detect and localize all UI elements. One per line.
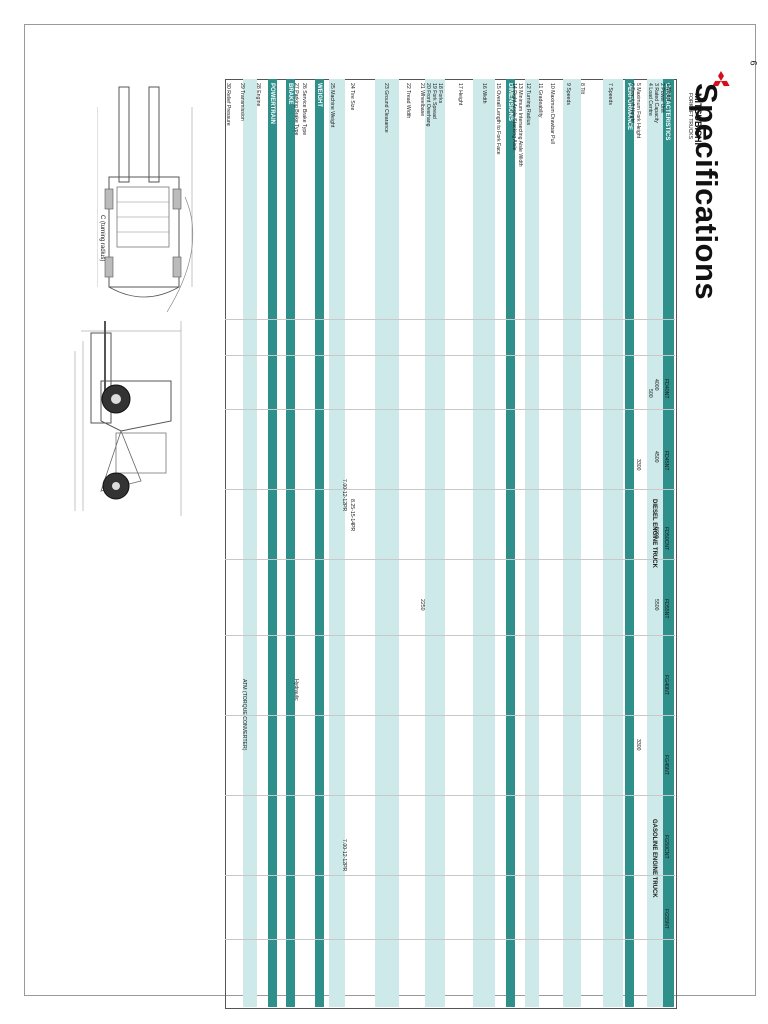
model-name: FG50CNT	[663, 835, 669, 859]
row-label: 24 Tire Size	[349, 83, 355, 111]
section-powertrain: POWERTRAIN	[268, 79, 277, 1007]
row-label: 23 Ground Clearance	[383, 83, 389, 133]
row-label: 17 Height	[457, 83, 463, 106]
row-label: 4 Load Centre	[647, 83, 653, 116]
row-band	[603, 79, 623, 1007]
model-name: FD50CNT	[663, 527, 669, 551]
row-label: 12 Turning Radius	[525, 83, 531, 126]
row-label: 18 Forks	[437, 83, 443, 104]
column-divider	[225, 559, 675, 560]
model-name: FG55NT	[663, 909, 669, 929]
row-band	[329, 79, 345, 1007]
row-band	[375, 79, 399, 1007]
forklift-side-view-diagram	[74, 321, 182, 516]
value-hydraulic: Hydraulic	[293, 679, 299, 701]
section-brake: BRAKE	[286, 79, 295, 1007]
forklift-top-view-diagram	[97, 86, 194, 313]
row-label: 3 Rated Capacity	[653, 83, 659, 123]
row-label: 6 Free Lift Height	[629, 83, 635, 123]
row-label: 1 Model	[665, 83, 671, 102]
column-divider	[225, 409, 675, 410]
row-band	[525, 79, 539, 1007]
column-divider	[225, 635, 675, 636]
row-band	[425, 79, 445, 1007]
row-label: 27 Parking Brake Type	[293, 83, 299, 136]
row-label: 10 Maximum Drawbar Pull	[549, 83, 555, 144]
value-capacity: 5500	[653, 599, 659, 611]
model-name: FD55NT	[663, 599, 669, 619]
row-label: 22 Tread Width	[405, 83, 411, 119]
section-dimensions: DIMENSIONS	[506, 79, 515, 1007]
model-name: FG40NT	[663, 675, 669, 695]
value-fork-height: 3300	[635, 739, 641, 751]
row-label: 14 Right Angle Stacking Aisle	[511, 83, 517, 151]
turning-radius-label: C (turning radius)	[99, 215, 105, 262]
row-band	[647, 79, 663, 1007]
column-divider	[225, 795, 675, 796]
column-divider	[225, 715, 675, 716]
column-divider	[225, 489, 675, 490]
table-border	[225, 79, 677, 1009]
row-label: 19 Fork Spread	[431, 83, 437, 119]
row-label: 21 Wheelbase	[419, 83, 425, 117]
row-label: 8 Tilt	[579, 83, 585, 94]
row-band	[243, 79, 257, 1007]
row-label: 20 Front Overhang	[425, 83, 431, 127]
row-label: 25 Machine Weight	[329, 83, 335, 128]
row-label: 16 Width	[481, 83, 487, 104]
row-label: 9 Speeds	[565, 83, 571, 105]
row-label: 13 Minimum Intersecting Aisle Width	[517, 83, 523, 167]
column-divider	[225, 319, 675, 320]
header: MITSUBISHI FORKLIFT TRUCKS Specification…	[675, 65, 735, 301]
model-name: FG45NT	[663, 755, 669, 775]
value-capacity: 4000	[653, 379, 659, 391]
spec-table: CHARACTERISTICS PERFORMANCE DIMENSIONS W…	[225, 79, 677, 1009]
value-drive-tire: 7.00-12-12PR	[341, 479, 347, 512]
model-name: FD45NT	[663, 451, 669, 471]
value-transmission: ATM (TORQUE CONVERTER)	[241, 679, 247, 751]
row-label: 30 Relief Pressure	[225, 83, 231, 126]
column-divider	[225, 355, 675, 356]
row-label: 15 Overall Length to Fork Face	[495, 83, 501, 155]
value-drive-tire: 7.00-12-12PR	[341, 839, 347, 872]
group-header-gasoline: GASOLINE ENGINE TRUCK	[651, 819, 657, 898]
value-capacity: 4500	[653, 451, 659, 463]
page-title: Specifications	[689, 83, 724, 301]
row-label: 11 Gradeability	[537, 83, 543, 118]
column-divider	[225, 875, 675, 876]
row-band	[563, 79, 581, 1007]
mitsubishi-logo-icon	[712, 71, 730, 87]
row-band	[473, 79, 495, 1007]
value-wheelbase: 2250	[419, 599, 425, 611]
value-tire: 8.25-15-14PR	[349, 499, 355, 532]
row-label: 28 Engine	[255, 83, 261, 107]
spec-page: MITSUBISHI FORKLIFT TRUCKS Specification…	[24, 24, 759, 1009]
column-divider	[225, 939, 675, 940]
value-capacity: 5000	[653, 527, 659, 539]
section-weight: WEIGHT	[315, 79, 324, 1007]
section-characteristics: CHARACTERISTICS	[663, 79, 674, 1007]
page-number: 6	[748, 60, 759, 66]
row-label: 29 Transmission	[239, 83, 245, 121]
row-label: 26 Service Brake Type	[301, 83, 307, 136]
value-fork-height: 3300	[635, 459, 641, 471]
row-label: 2 Power Unit	[659, 83, 665, 113]
section-performance: PERFORMANCE	[625, 79, 634, 1007]
row-label: 7 Speeds	[607, 83, 613, 105]
model-name: FD40NT	[663, 379, 669, 399]
value-load-centre: 500	[647, 389, 653, 398]
row-label: 5 Maximum Fork Height	[635, 83, 641, 139]
